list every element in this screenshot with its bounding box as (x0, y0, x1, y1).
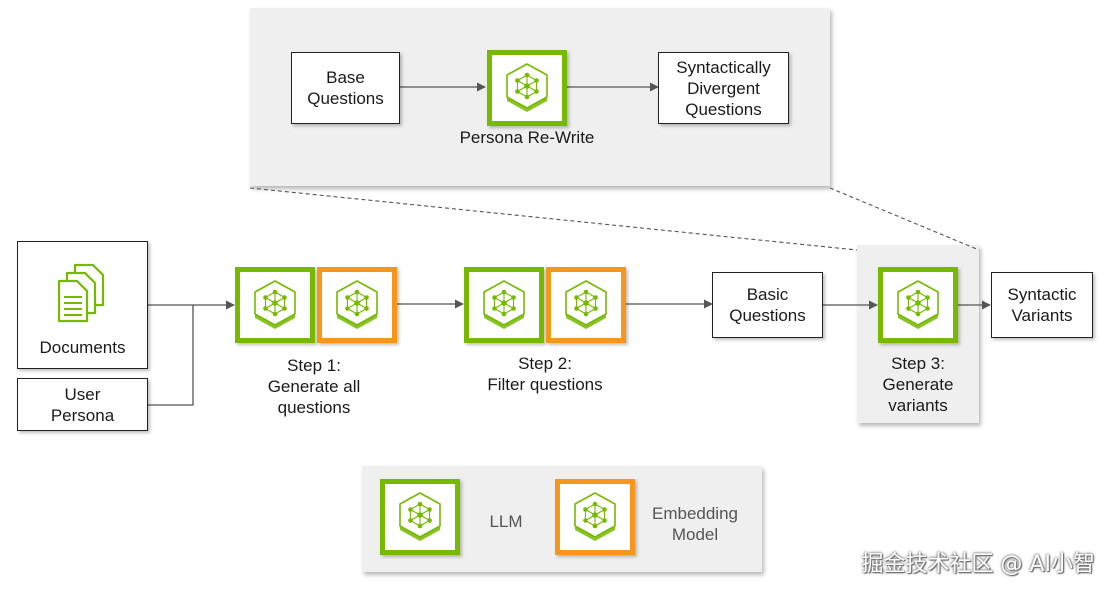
llm-network-icon (897, 280, 939, 329)
user-persona-box: User Persona (17, 378, 148, 431)
embedding-network-icon (336, 280, 378, 329)
documents-label: Documents (39, 338, 126, 357)
embedding-network-icon (574, 492, 616, 541)
base-questions-box: Base Questions (291, 52, 400, 124)
syntactic-variants-box: Syntactic Variants (991, 272, 1093, 338)
step2-label: Step 2: Filter questions (487, 354, 603, 394)
zoom-line-left (249, 187, 858, 251)
persona-rewrite-label: Persona Re-Write (459, 128, 595, 147)
step1-embedding-chip (317, 267, 397, 343)
documents-icon (57, 263, 104, 323)
llm-network-icon (254, 280, 296, 329)
step3-llm-chip (878, 267, 958, 343)
llm-network-icon (399, 492, 441, 541)
step2-embedding-chip (546, 267, 626, 343)
documents-box: Documents (17, 241, 148, 369)
step2-llm-chip (464, 267, 544, 343)
line-persona (148, 305, 194, 406)
syntactically-divergent-box: Syntactically Divergent Questions (658, 52, 789, 124)
step3-label: Step 3: Generate variants (882, 354, 954, 415)
persona-rewrite-llm-chip (487, 50, 567, 126)
basic-questions-box: Basic Questions (712, 272, 823, 338)
legend-embedding-chip (555, 479, 635, 555)
step1-llm-chip (235, 267, 315, 343)
legend-embedding-label: Embedding Model (651, 504, 738, 544)
llm-network-icon (506, 63, 548, 112)
legend-llm-label: LLM (489, 512, 523, 531)
watermark: 掘金技术社区 @ AI小智 (861, 552, 1095, 577)
llm-network-icon (483, 280, 525, 329)
embedding-network-icon (565, 280, 607, 329)
legend-llm-chip (380, 479, 460, 555)
step1-label: Step 1: Generate all questions (267, 356, 361, 417)
zoom-line-right (829, 187, 980, 251)
